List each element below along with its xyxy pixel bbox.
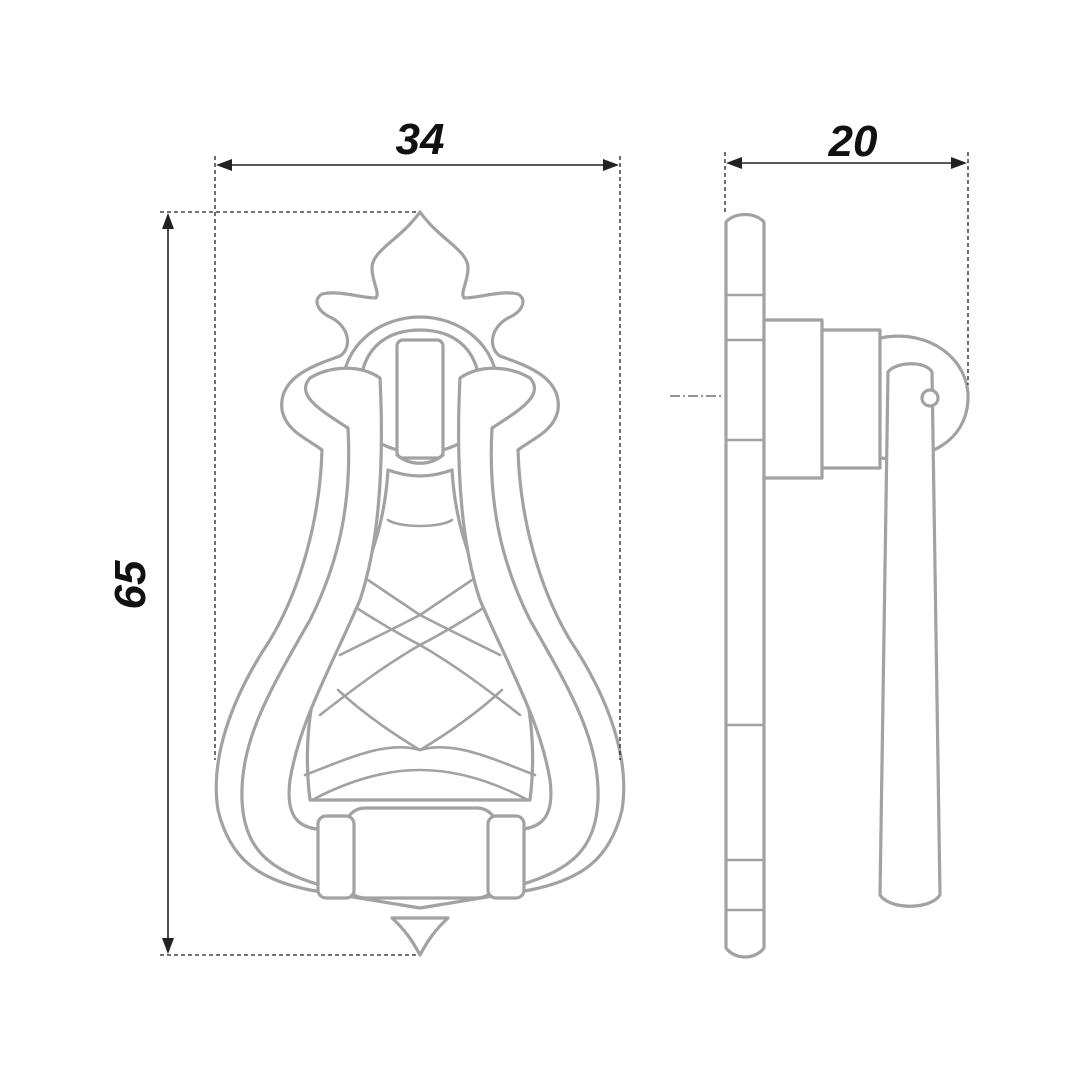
- height-arrow-top: [162, 213, 174, 229]
- side-boss-1: [762, 318, 824, 480]
- front-view: [214, 210, 626, 957]
- side-handle: [878, 362, 942, 908]
- depth-arrow-left: [726, 157, 742, 169]
- width-label: 34: [396, 115, 445, 164]
- depth-arrow-right: [951, 157, 967, 169]
- height-label: 65: [106, 560, 155, 609]
- handle-loop: [240, 366, 600, 887]
- side-boss-2: [820, 328, 882, 470]
- width-arrow-right: [603, 159, 619, 171]
- pivot-ring-inner: [358, 328, 482, 390]
- lattice-band-7: [310, 768, 530, 802]
- neck-band: [386, 518, 454, 528]
- width-arrow-left: [216, 159, 232, 171]
- grip-collar-left: [316, 814, 356, 900]
- side-view: [724, 212, 970, 959]
- depth-label: 20: [828, 117, 878, 166]
- height-arrow-bottom: [162, 938, 174, 954]
- side-pivot-pin: [920, 388, 940, 408]
- side-plate: [724, 212, 766, 959]
- grip-collar-right: [486, 814, 526, 900]
- lattice-band-3: [338, 613, 502, 657]
- dimension-annotations: 34 65 20: [106, 115, 969, 956]
- hinge-knuckle: [395, 338, 445, 460]
- lattice-band-6: [303, 746, 537, 777]
- bottom-finial: [390, 916, 450, 957]
- lattice-band-5: [318, 643, 522, 717]
- hinge-knuckle-base: [395, 453, 445, 465]
- grip-bar: [343, 806, 499, 900]
